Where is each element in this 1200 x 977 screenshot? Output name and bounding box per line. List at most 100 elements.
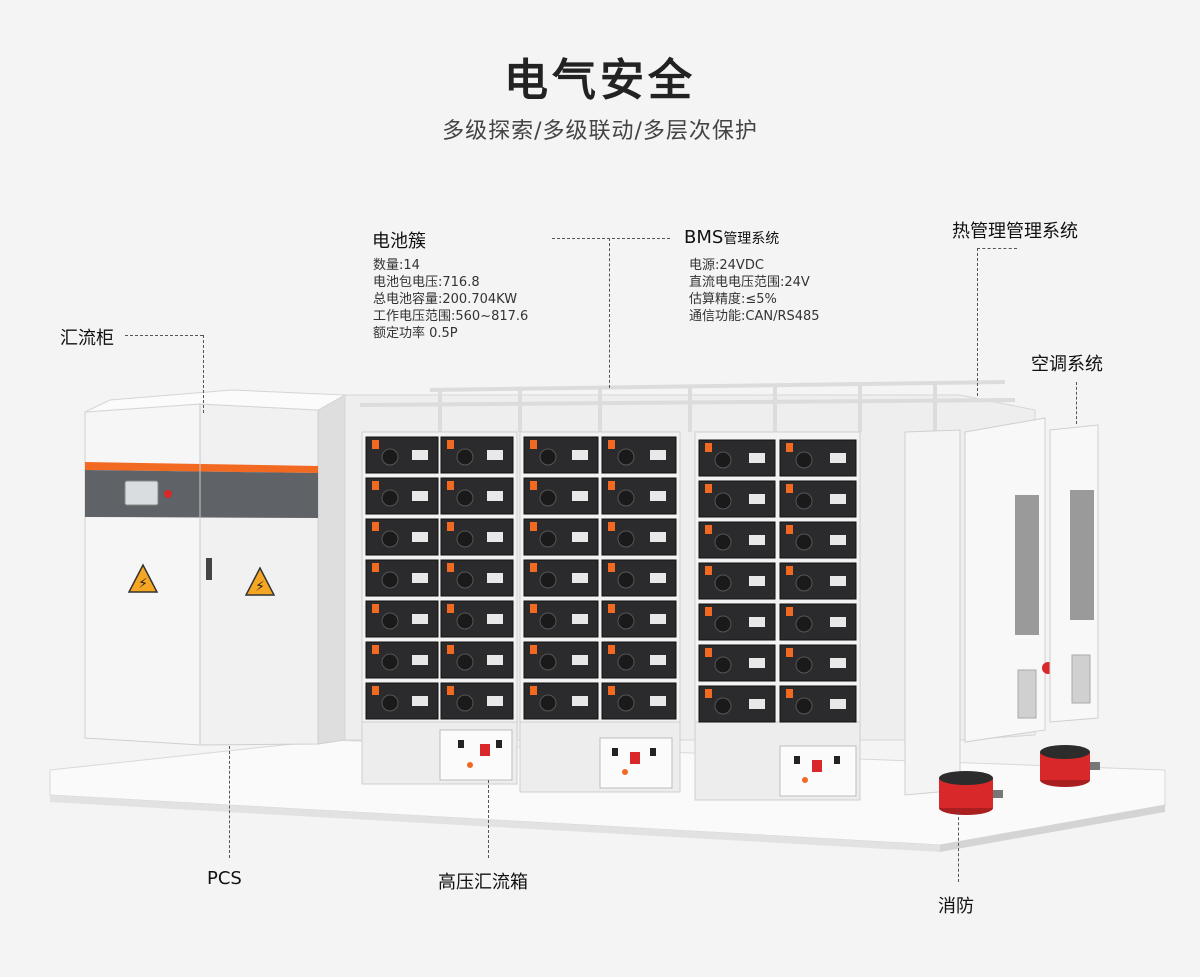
module-handle (705, 689, 712, 698)
module-label-plate (749, 576, 765, 586)
aircon-label: 空调系统 (1031, 354, 1103, 375)
module-label-plate (572, 614, 588, 624)
module-handle (705, 484, 712, 493)
module-handle (447, 522, 454, 531)
module-fan (714, 656, 732, 674)
module-handle (786, 648, 793, 657)
module-handle (372, 563, 379, 572)
module-fan (381, 489, 399, 507)
module-fan (617, 489, 635, 507)
module-label-plate (487, 573, 503, 583)
module-label-plate (749, 658, 765, 668)
module-fan (714, 697, 732, 715)
module-handle (530, 686, 537, 695)
module-label-plate (749, 453, 765, 463)
air-conditioner-unit (964, 417, 1054, 743)
module-fan (539, 571, 557, 589)
module-fan (539, 653, 557, 671)
module-label-plate (749, 494, 765, 504)
module-fan (381, 653, 399, 671)
bms-specs: 电源:24VDC 直流电电压范围:24V 估算精度:≤5% 通信功能:CAN/R… (689, 257, 820, 325)
module-label-plate (487, 696, 503, 706)
module-label-plate (572, 655, 588, 665)
pcs-label: PCS (207, 868, 242, 889)
module-fan (456, 612, 474, 630)
bms-title-suffix: 管理系统 (723, 231, 780, 247)
spec-line: 估算精度:≤5% (689, 292, 777, 307)
module-fan (617, 653, 635, 671)
module-handle (447, 563, 454, 572)
module-label-plate (830, 576, 846, 586)
spec-line: 数量:14 (373, 258, 420, 273)
module-handle (786, 607, 793, 616)
module-label-plate (572, 532, 588, 542)
module-fan (539, 612, 557, 630)
hv-combiner-box (599, 737, 673, 789)
module-handle (608, 645, 615, 654)
leader-line (488, 780, 489, 858)
module-fan (714, 615, 732, 633)
module-handle (372, 686, 379, 695)
module-label-plate (412, 491, 428, 501)
bms-title-main: BMS (684, 227, 724, 248)
module-handle (447, 686, 454, 695)
spec-line: 总电池容量:200.704KW (373, 292, 518, 307)
module-handle (372, 645, 379, 654)
module-label-plate (830, 535, 846, 545)
module-label-plate (650, 491, 666, 501)
module-label-plate (830, 617, 846, 627)
spec-line: 电源:24VDC (689, 258, 764, 273)
hmi-screen-icon (124, 480, 159, 506)
module-fan (456, 694, 474, 712)
module-handle (372, 522, 379, 531)
door-handle-icon (206, 558, 212, 580)
module-label-plate (487, 614, 503, 624)
module-fan (539, 530, 557, 548)
leader-line (977, 248, 978, 396)
module-fan (381, 448, 399, 466)
module-handle (530, 604, 537, 613)
module-handle (705, 525, 712, 534)
module-label-plate (650, 573, 666, 583)
module-label-plate (572, 450, 588, 460)
module-label-plate (487, 532, 503, 542)
leader-line (125, 335, 203, 336)
module-fan (456, 448, 474, 466)
spec-line: 额定功率 0.5P (373, 326, 458, 341)
module-fan (714, 574, 732, 592)
leader-line (552, 238, 670, 239)
hv-combiner-box (439, 729, 513, 781)
high-voltage-warning-icon: ⚡ (127, 563, 159, 593)
module-label-plate (650, 614, 666, 624)
air-conditioner-unit (1049, 424, 1099, 723)
module-label-plate (749, 617, 765, 627)
module-label-plate (830, 494, 846, 504)
module-handle (530, 481, 537, 490)
module-handle (372, 481, 379, 490)
leader-line (203, 335, 204, 413)
module-fan (381, 694, 399, 712)
module-handle (447, 440, 454, 449)
module-fan (456, 489, 474, 507)
module-fan (381, 571, 399, 589)
module-handle (608, 604, 615, 613)
module-fan (714, 533, 732, 551)
module-fan (539, 448, 557, 466)
module-fan (617, 530, 635, 548)
module-fan (617, 448, 635, 466)
module-handle (530, 563, 537, 572)
module-handle (786, 525, 793, 534)
fire-suppression-icon (939, 771, 1003, 815)
leader-line (609, 238, 610, 388)
module-handle (372, 440, 379, 449)
module-fan (617, 694, 635, 712)
hv-combiner-box-label: 高压汇流箱 (438, 872, 528, 893)
module-fan (795, 451, 813, 469)
module-handle (705, 566, 712, 575)
module-label-plate (572, 491, 588, 501)
spec-line: 直流电电压范围:24V (689, 275, 810, 290)
module-label-plate (650, 655, 666, 665)
module-label-plate (412, 696, 428, 706)
module-fan (714, 451, 732, 469)
module-label-plate (412, 614, 428, 624)
